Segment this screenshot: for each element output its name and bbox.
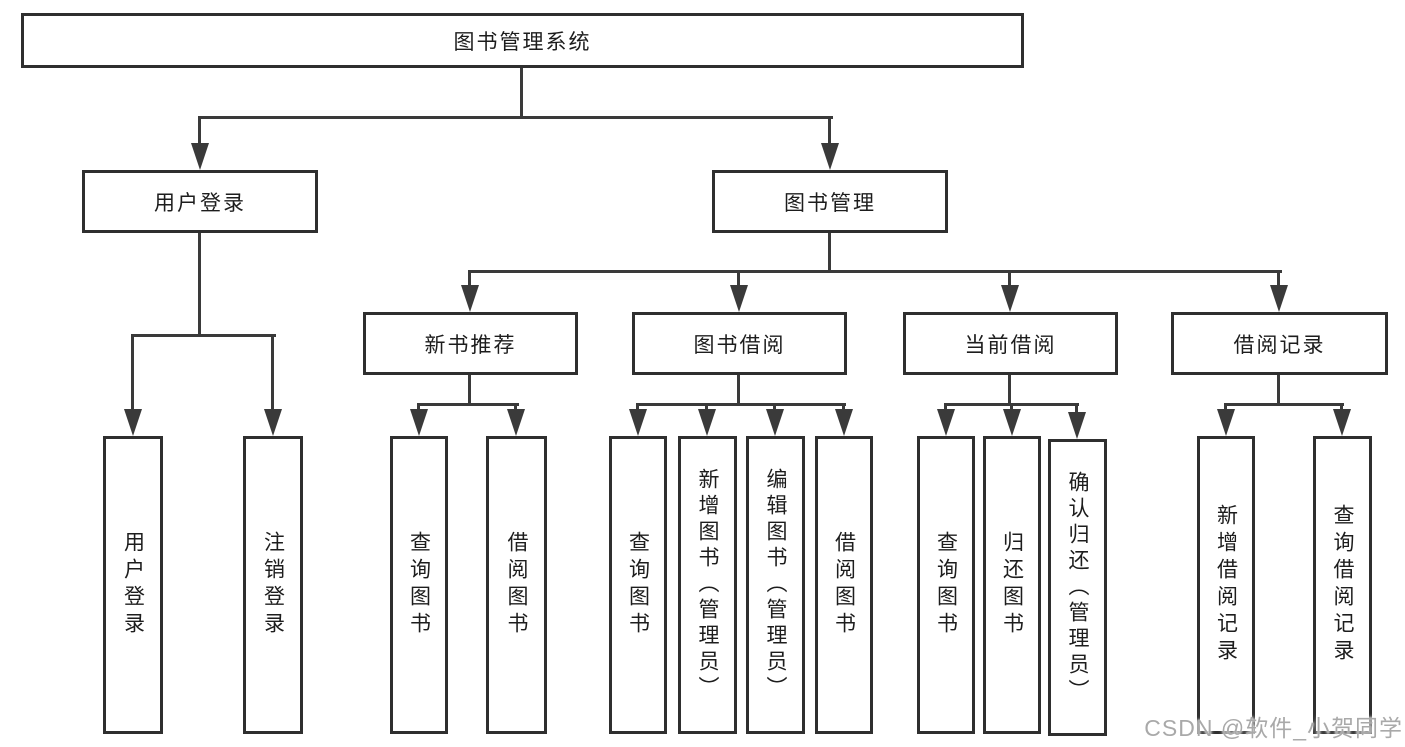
connector-line [1075,403,1078,415]
connector-line [705,403,708,412]
connector-line [468,375,471,406]
arrowhead [698,409,716,436]
arrowhead [766,409,784,436]
leaf-borrow-books-2: 借阅图书 [815,436,873,734]
arrowhead [1003,409,1021,436]
connector-line [737,375,740,406]
arrowhead [629,409,647,436]
leaf-edit-books-admin: 编辑图书（管理员） [746,436,805,734]
arrowhead [507,409,525,436]
leaf-query-books-2: 查询图书 [609,436,667,734]
connector-line [514,403,517,412]
connector-line [1010,403,1013,412]
arrowhead [937,409,955,436]
arrowhead [1001,285,1019,312]
connector-line [1008,375,1011,406]
connector-line [131,334,276,337]
connector-line [944,403,947,412]
leaf-borrow-books: 借阅图书 [486,436,547,734]
connector-line [828,233,831,273]
arrowhead [191,143,209,170]
connector-line [1224,403,1227,412]
arrowhead [1217,409,1235,436]
leaf-query-books: 查询图书 [390,436,448,734]
connector-line [1340,403,1343,412]
arrowhead [1333,409,1351,436]
connector-line [131,334,134,411]
leaf-confirm-return-admin: 确认归还（管理员） [1048,439,1107,736]
leaf-query-borrow-record: 查询借阅记录 [1313,436,1372,734]
connector-line [828,116,831,146]
connector-line [468,270,1282,273]
arrowhead [730,285,748,312]
connector-line [417,403,519,406]
connector-line [417,403,420,412]
connector-line [842,403,845,412]
node-book-management: 图书管理 [712,170,948,233]
arrowhead [821,143,839,170]
connector-line [636,403,639,412]
connector-line [198,116,201,146]
connector-line [271,334,274,411]
leaf-return-books: 归还图书 [983,436,1041,734]
arrowhead [1270,285,1288,312]
arrowhead [835,409,853,436]
csdn-watermark: CSDN @软件_小贺同学 [1144,715,1403,741]
leaf-user-login: 用户登录 [103,436,163,734]
connector-line [198,116,833,119]
leaf-query-books-3: 查询图书 [917,436,975,734]
arrowhead [410,409,428,436]
node-user-login: 用户登录 [82,170,318,233]
connector-line [468,270,471,286]
leaf-add-borrow-record: 新增借阅记录 [1197,436,1255,734]
connector-line [737,270,740,286]
arrowhead [124,409,142,436]
connector-line [1277,270,1280,286]
arrowhead [1068,412,1086,439]
arrowhead [461,285,479,312]
connector-line [520,68,523,118]
leaf-add-books-admin: 新增图书（管理员） [678,436,737,734]
node-library-system: 图书管理系统 [21,13,1024,68]
node-book-borrowing: 图书借阅 [632,312,847,375]
connector-line [636,403,846,406]
node-current-borrowing: 当前借阅 [903,312,1118,375]
arrowhead [264,409,282,436]
leaf-logout: 注销登录 [243,436,303,734]
connector-line [773,403,776,412]
connector-line [1277,375,1280,406]
connector-line [1224,403,1344,406]
connector-line [1008,270,1011,286]
connector-line [198,233,201,337]
node-borrow-records: 借阅记录 [1171,312,1388,375]
node-new-book-recommend: 新书推荐 [363,312,578,375]
